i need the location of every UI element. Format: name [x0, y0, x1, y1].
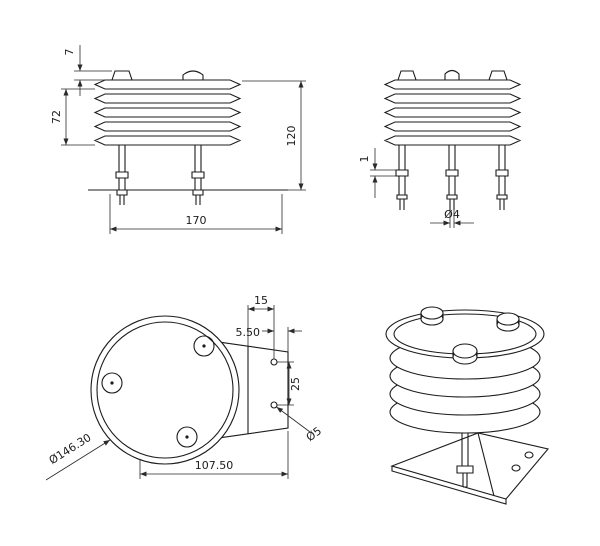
- dim-hole-edge: 5.50: [236, 326, 302, 352]
- iso-knob-top: [452, 343, 478, 359]
- spacer-knob-center: [202, 344, 206, 348]
- iso-center-bolt: [456, 433, 474, 488]
- iso-knob-top: [496, 312, 520, 326]
- view-front-right: 1 Ø4: [358, 69, 522, 228]
- mounting-legs: [115, 145, 205, 205]
- iso-knob: [496, 312, 520, 332]
- view-isometric: [385, 306, 550, 505]
- dim-base-width: 170: [109, 194, 283, 234]
- dim-bracket-reach-label: 107.50: [195, 459, 234, 472]
- dim-louver-stack: 72: [50, 88, 95, 146]
- iso-bracket-hole: [524, 451, 534, 459]
- shield-outer-circle: [90, 315, 240, 465]
- dim-outer-diameter-leader: [45, 439, 111, 481]
- dim-louver-stack-label: 72: [50, 110, 63, 124]
- dim-hole-inset: 15: [247, 294, 275, 359]
- dim-outer-diameter-label: Ø146.30: [47, 431, 94, 467]
- dim-outer-diameter: Ø146.30: [45, 431, 111, 481]
- view-front-left: 7 72 120 170: [50, 45, 306, 234]
- dim-overall-height-extension: [242, 80, 306, 191]
- dim-hole-edge-label: 5.50: [236, 326, 261, 339]
- dim-bracket-reach: 107.50: [139, 431, 289, 479]
- dim-hole-inset-extension: [247, 305, 275, 359]
- view-top: 15 5.50 25 Ø5 Ø146.30 107.50: [45, 294, 324, 481]
- spacer-knob: [193, 335, 215, 357]
- louver-plates: [383, 79, 522, 146]
- mounting-bolts: [395, 145, 509, 210]
- dim-hole-inset-label: 15: [254, 294, 268, 307]
- iso-bracket-thickness: [391, 466, 507, 505]
- dim-hole-diameter: Ø5: [276, 406, 324, 444]
- dim-overall-height: 120: [242, 80, 306, 191]
- dim-washer-extension: [370, 169, 396, 177]
- iso-bracket-fold-line: [477, 432, 495, 497]
- spacer-knob-center: [110, 381, 114, 385]
- bracket-hole: [270, 401, 278, 409]
- spacer-knob: [176, 426, 198, 448]
- dim-bolt-diameter-label: Ø4: [444, 208, 460, 221]
- louver-plates: [93, 79, 242, 146]
- dim-bolt-diameter: Ø4: [430, 208, 474, 228]
- iso-knob: [452, 343, 478, 365]
- dim-washer: 1: [358, 148, 396, 198]
- dim-hole-pitch-label: 25: [289, 377, 302, 391]
- top-cap-knobs: [111, 70, 204, 81]
- dim-hole-diameter-label: Ø5: [304, 424, 324, 444]
- dim-hole-pitch: 25: [277, 361, 302, 406]
- top-cap-knobs: [397, 69, 508, 81]
- iso-bracket-hole: [511, 464, 521, 472]
- dim-washer-label: 1: [358, 156, 371, 163]
- dim-plate-gap-label: 7: [63, 49, 76, 56]
- dim-base-width-label: 170: [186, 214, 207, 227]
- iso-knob-top: [420, 306, 444, 320]
- iso-knob: [420, 306, 444, 326]
- bracket-hole: [270, 358, 278, 366]
- spacer-knob: [101, 372, 123, 394]
- dim-plate-gap-extension: [74, 70, 112, 81]
- dim-overall-height-label: 120: [285, 126, 298, 147]
- shield-inner-circle: [96, 321, 234, 459]
- spacer-knob-center: [185, 435, 189, 439]
- dim-hole-diameter-leader: [276, 406, 311, 433]
- dim-plate-gap: 7: [63, 45, 112, 96]
